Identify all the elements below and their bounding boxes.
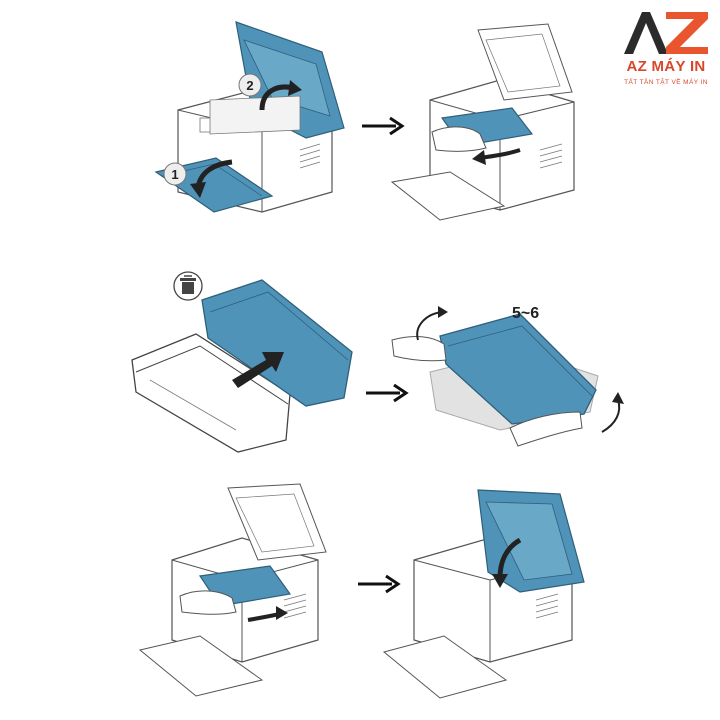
step-2-label: 2 <box>246 78 253 93</box>
brand-name: AZ MÁY IN <box>626 58 706 75</box>
panel-open-covers <box>154 21 345 213</box>
right-arrow-icon <box>358 574 401 594</box>
right-arrow-icon <box>366 383 409 403</box>
step-1-label: 1 <box>171 167 178 182</box>
panel-replace-cartridge <box>131 279 353 453</box>
brand-logo: AZ MÁY IN TẤT TẦN TẬT VỀ MÁY IN <box>616 6 716 98</box>
panel-shake-cartridge <box>391 306 624 447</box>
right-arrow-icon <box>362 116 405 136</box>
brand-logo-mark <box>624 12 708 54</box>
recycle-bin-icon <box>173 271 203 301</box>
panel-remove-cartridge <box>390 23 575 221</box>
brand-tagline: TẤT TẦN TẬT VỀ MÁY IN <box>624 79 708 86</box>
panel-insert-cartridge <box>138 483 327 697</box>
panel-close-cover <box>382 489 585 699</box>
shake-count-label: 5~6 <box>512 305 540 322</box>
